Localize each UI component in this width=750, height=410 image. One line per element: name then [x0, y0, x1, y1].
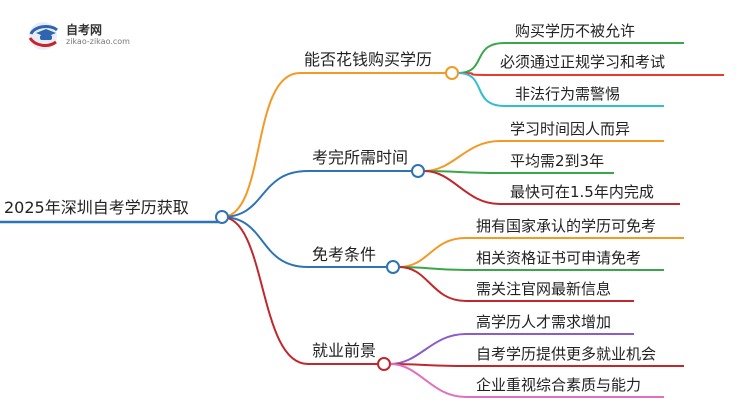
branch-label: 免考条件 [312, 245, 377, 264]
branch-node-circle [411, 164, 425, 178]
leaf-label: 高学历人才需求增加 [476, 313, 612, 331]
branch-link [221, 216, 387, 268]
branch-label: 考完所需时间 [312, 148, 409, 167]
leaf-link [423, 170, 614, 174]
leaf-link [423, 170, 680, 205]
root-node-circle [215, 210, 229, 224]
leaf-label: 平均需2到3年 [510, 152, 605, 170]
mindmap-links [0, 42, 724, 398]
logo-subtitle: zikao-zikao.com [66, 37, 130, 46]
branch-node-circle [377, 357, 391, 371]
leaf-label: 学习时间因人而异 [510, 120, 631, 138]
graduation-cap-icon [28, 22, 58, 50]
branch-label: 能否花钱购买学历 [304, 50, 433, 69]
branch-link [221, 170, 412, 218]
mindmap-node-circles [215, 66, 459, 371]
leaf-link [389, 363, 684, 367]
leaf-label: 购买学历不被允许 [515, 22, 636, 40]
branch-link [221, 72, 446, 218]
leaf-link [389, 363, 664, 398]
leaf-link [398, 266, 664, 271]
site-logo[interactable]: 自考网 zikao-zikao.com [26, 18, 146, 52]
leaf-link [398, 237, 684, 268]
branch-link [221, 216, 378, 365]
branch-node-circle [445, 66, 459, 80]
leaf-label: 需关注官网最新信息 [476, 280, 612, 298]
leaf-link [389, 333, 634, 365]
root-node-label: 2025年深圳自考学历获取 [4, 198, 189, 217]
logo-title: 自考网 [66, 23, 103, 37]
leaf-link [423, 140, 664, 172]
leaf-label: 非法行为需警惕 [515, 85, 621, 103]
leaf-link [457, 72, 664, 107]
leaf-link [457, 42, 684, 74]
leaf-label: 拥有国家承认的学历可免考 [476, 217, 657, 235]
leaf-label: 自考学历提供更多就业机会 [476, 345, 657, 363]
leaf-label: 相关资格证书可申请免考 [476, 249, 642, 267]
leaf-link [398, 266, 634, 302]
leaf-link [457, 72, 724, 76]
leaf-label: 最快可在1.5年内完成 [510, 183, 654, 201]
branch-node-circle [386, 260, 400, 274]
leaf-label: 必须通过正规学习和考试 [500, 53, 666, 71]
branch-label: 就业前景 [312, 341, 377, 360]
leaf-label: 企业重视综合素质与能力 [476, 376, 642, 394]
